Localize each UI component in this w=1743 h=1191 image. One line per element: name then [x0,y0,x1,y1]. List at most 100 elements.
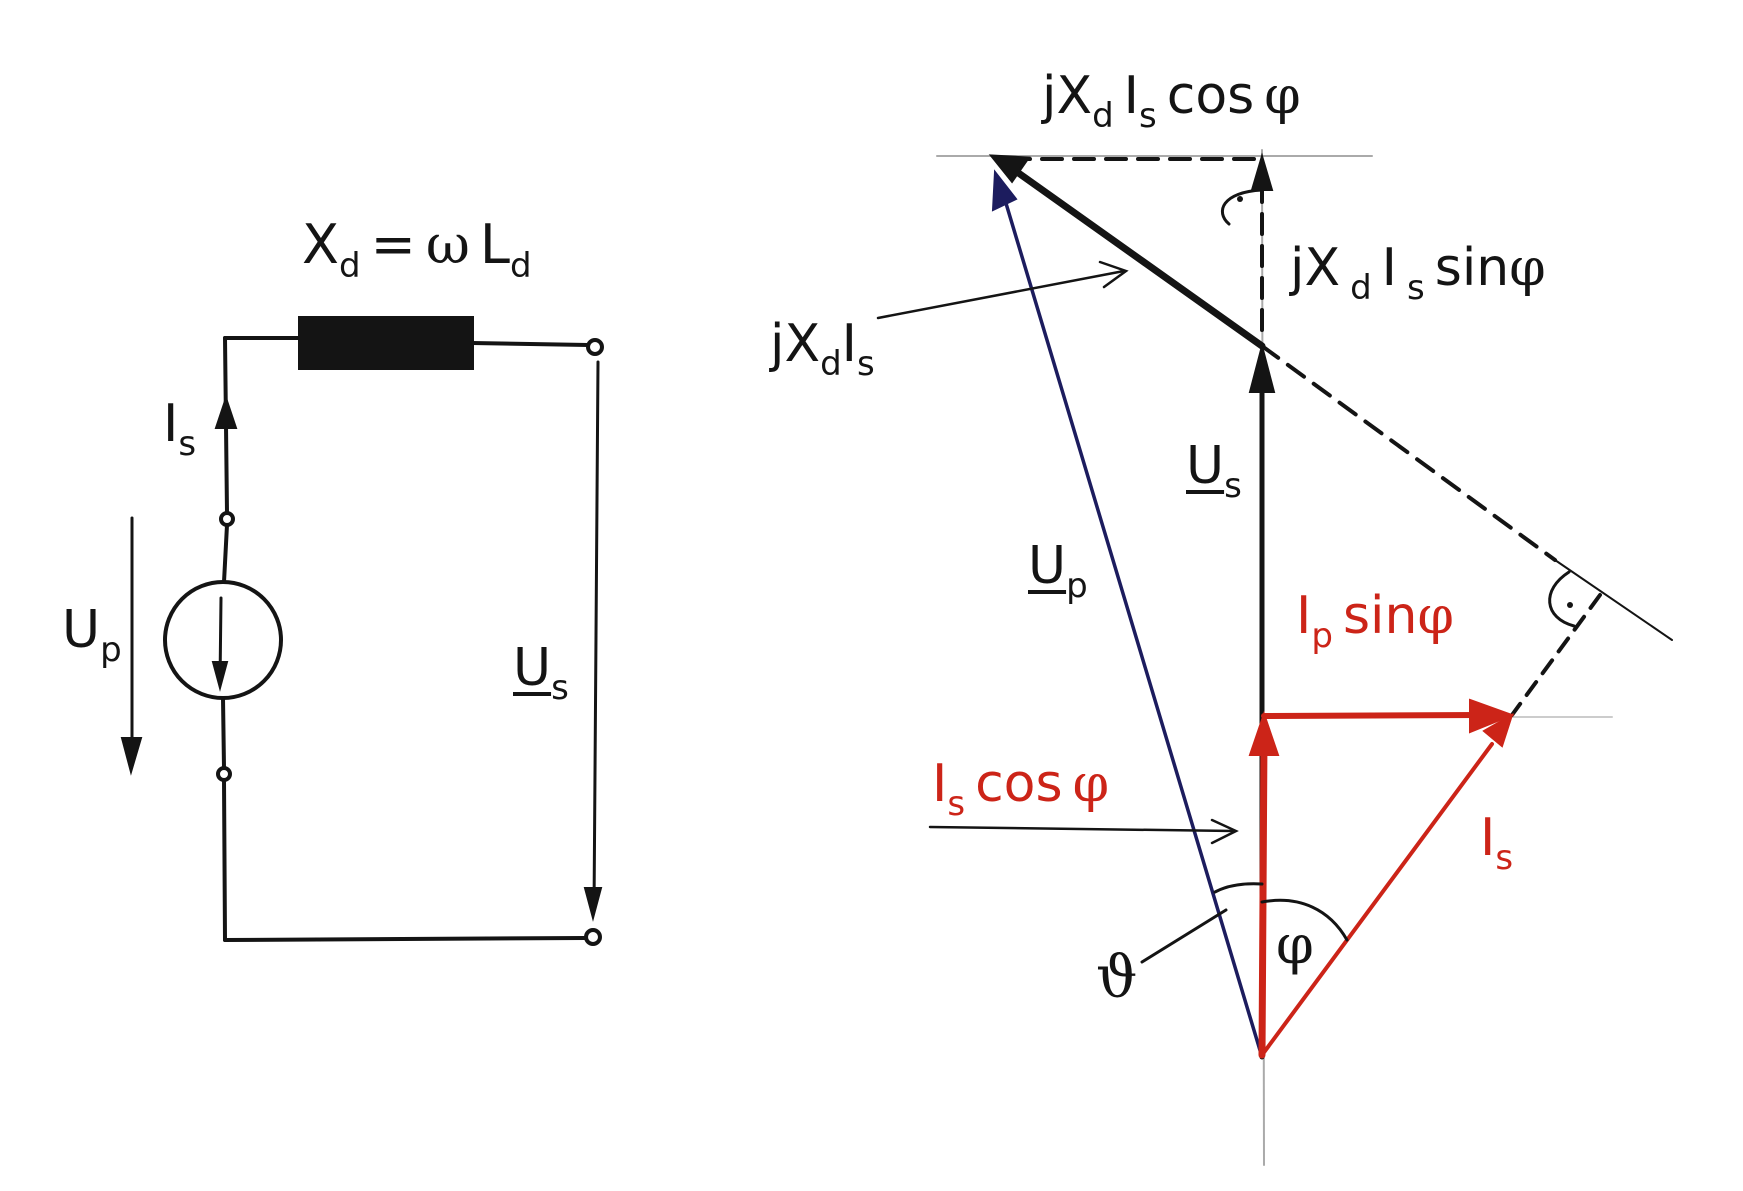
up-right-symbol: U [1028,536,1067,596]
label-us-left: Us [513,642,569,705]
right-angle-top-dot [1237,196,1243,202]
right-angle-top [1220,188,1264,226]
inductor-block [298,316,474,370]
top-phi: φ [1264,66,1301,126]
current-arrowhead-is [214,394,238,429]
xd-symbol: X [302,213,339,276]
wire-left-mid-lower [221,696,226,770]
us-left-symbol: U [513,638,552,698]
phasor-up-arrowhead [991,169,1018,212]
top-jx: jX [1042,66,1093,126]
label-angle-phi: φ [1276,918,1314,972]
right-i-subscript: s [1407,268,1425,308]
wire-left-lower [222,778,227,942]
top-cos: cos [1166,66,1255,126]
phasor-us-arrowhead [1248,342,1276,393]
terminal-top [586,338,604,356]
ip-subscript: p [1311,616,1333,656]
wire-bottom [223,936,587,942]
arrowhead-us-left [583,887,603,922]
wire-top-right [470,341,590,347]
arrowhead-up-left [120,737,143,776]
us-left-subscript: s [551,668,569,708]
right-sin: sin [1434,238,1510,298]
up-left-subscript: p [100,630,122,670]
dash-diagonal-lower [1510,593,1602,717]
iscos-i: I [932,754,948,814]
right-angle-lower [1548,570,1576,628]
label-angle-theta: ϑ [1096,948,1137,1006]
phasor-is-arrowhead [1482,712,1514,748]
label-is-right: Is [1480,812,1513,875]
us-right-symbol: U [1186,436,1225,496]
xd-l: L [479,213,510,276]
label-us-right: Us [1186,440,1242,503]
circuit [120,316,604,946]
xd-subscript: d [339,246,361,286]
phasor-is-cos [1258,733,1268,1059]
right-angle-lower-dot [1567,602,1573,608]
pointer-theta [1140,908,1228,964]
ip-sin: sin [1342,586,1418,646]
is-right-subscript: s [1495,838,1514,878]
label-is-left: Is [163,398,196,461]
arrow-us-left [592,360,600,912]
phasor-is [1260,742,1494,1057]
phasor-ip-sin-arrowhead [1469,698,1515,734]
xd-l-subscript: d [509,246,532,286]
pointer-jxdis [876,269,1126,320]
dash-diagonal [1260,344,1557,562]
is-right-symbol: I [1480,808,1496,868]
xd-omega: ω [425,213,470,276]
jxdis-i: I [841,314,858,374]
is-left-symbol: I [163,394,179,454]
jxdis-subscript-d: d [820,344,842,384]
us-right-subscript: s [1224,466,1242,506]
iscos-phi: φ [1072,754,1109,814]
is-left-subscript: s [178,424,197,464]
jxdis-subscript-s: s [857,344,875,384]
angle-arc-theta [1213,882,1264,894]
wire-left-mid-upper [222,523,229,584]
phasor-jxdis-arrowhead [988,154,1031,184]
top-i: I [1123,66,1140,126]
right-jx: jX [1290,238,1341,298]
label-up-left: Up [62,604,122,667]
ip-phi: φ [1417,586,1454,646]
jxdis-jx: jX [770,314,821,374]
top-i-subscript: s [1139,96,1157,136]
right-i: I [1381,238,1398,298]
phasor-up [1003,198,1264,1059]
pointer-iscos [928,825,1236,833]
angle-theta-symbol: ϑ [1096,943,1138,1011]
source-inner-arrowhead [211,661,229,692]
label-jxdis: jXdIs [770,318,875,381]
right-phi: φ [1509,238,1546,298]
phasor-vertical-arrowhead [1250,152,1274,191]
right-jx-subscript: d [1350,268,1372,308]
pointer-iscos-head [1210,818,1239,845]
iscos-subscript: s [947,784,966,824]
ip-i: I [1296,586,1312,646]
top-jx-subscript: d [1092,96,1114,136]
guide-tangent [1554,559,1673,641]
iscos-cos: cos [975,754,1063,814]
pointer-jxdis-head [1098,260,1129,289]
phasor-diagram [876,149,1673,1166]
up-left-symbol: U [62,600,101,660]
terminal-bottom [584,928,602,946]
xd-equals: = [370,213,416,276]
label-up-right: Up [1028,540,1088,603]
phasor-is-cos-arrowhead [1248,710,1280,756]
up-right-subscript: p [1066,566,1088,606]
phasor-ip-sin [1261,712,1483,719]
angle-phi-symbol: φ [1276,913,1314,976]
angle-arc-phi [1260,898,1349,942]
